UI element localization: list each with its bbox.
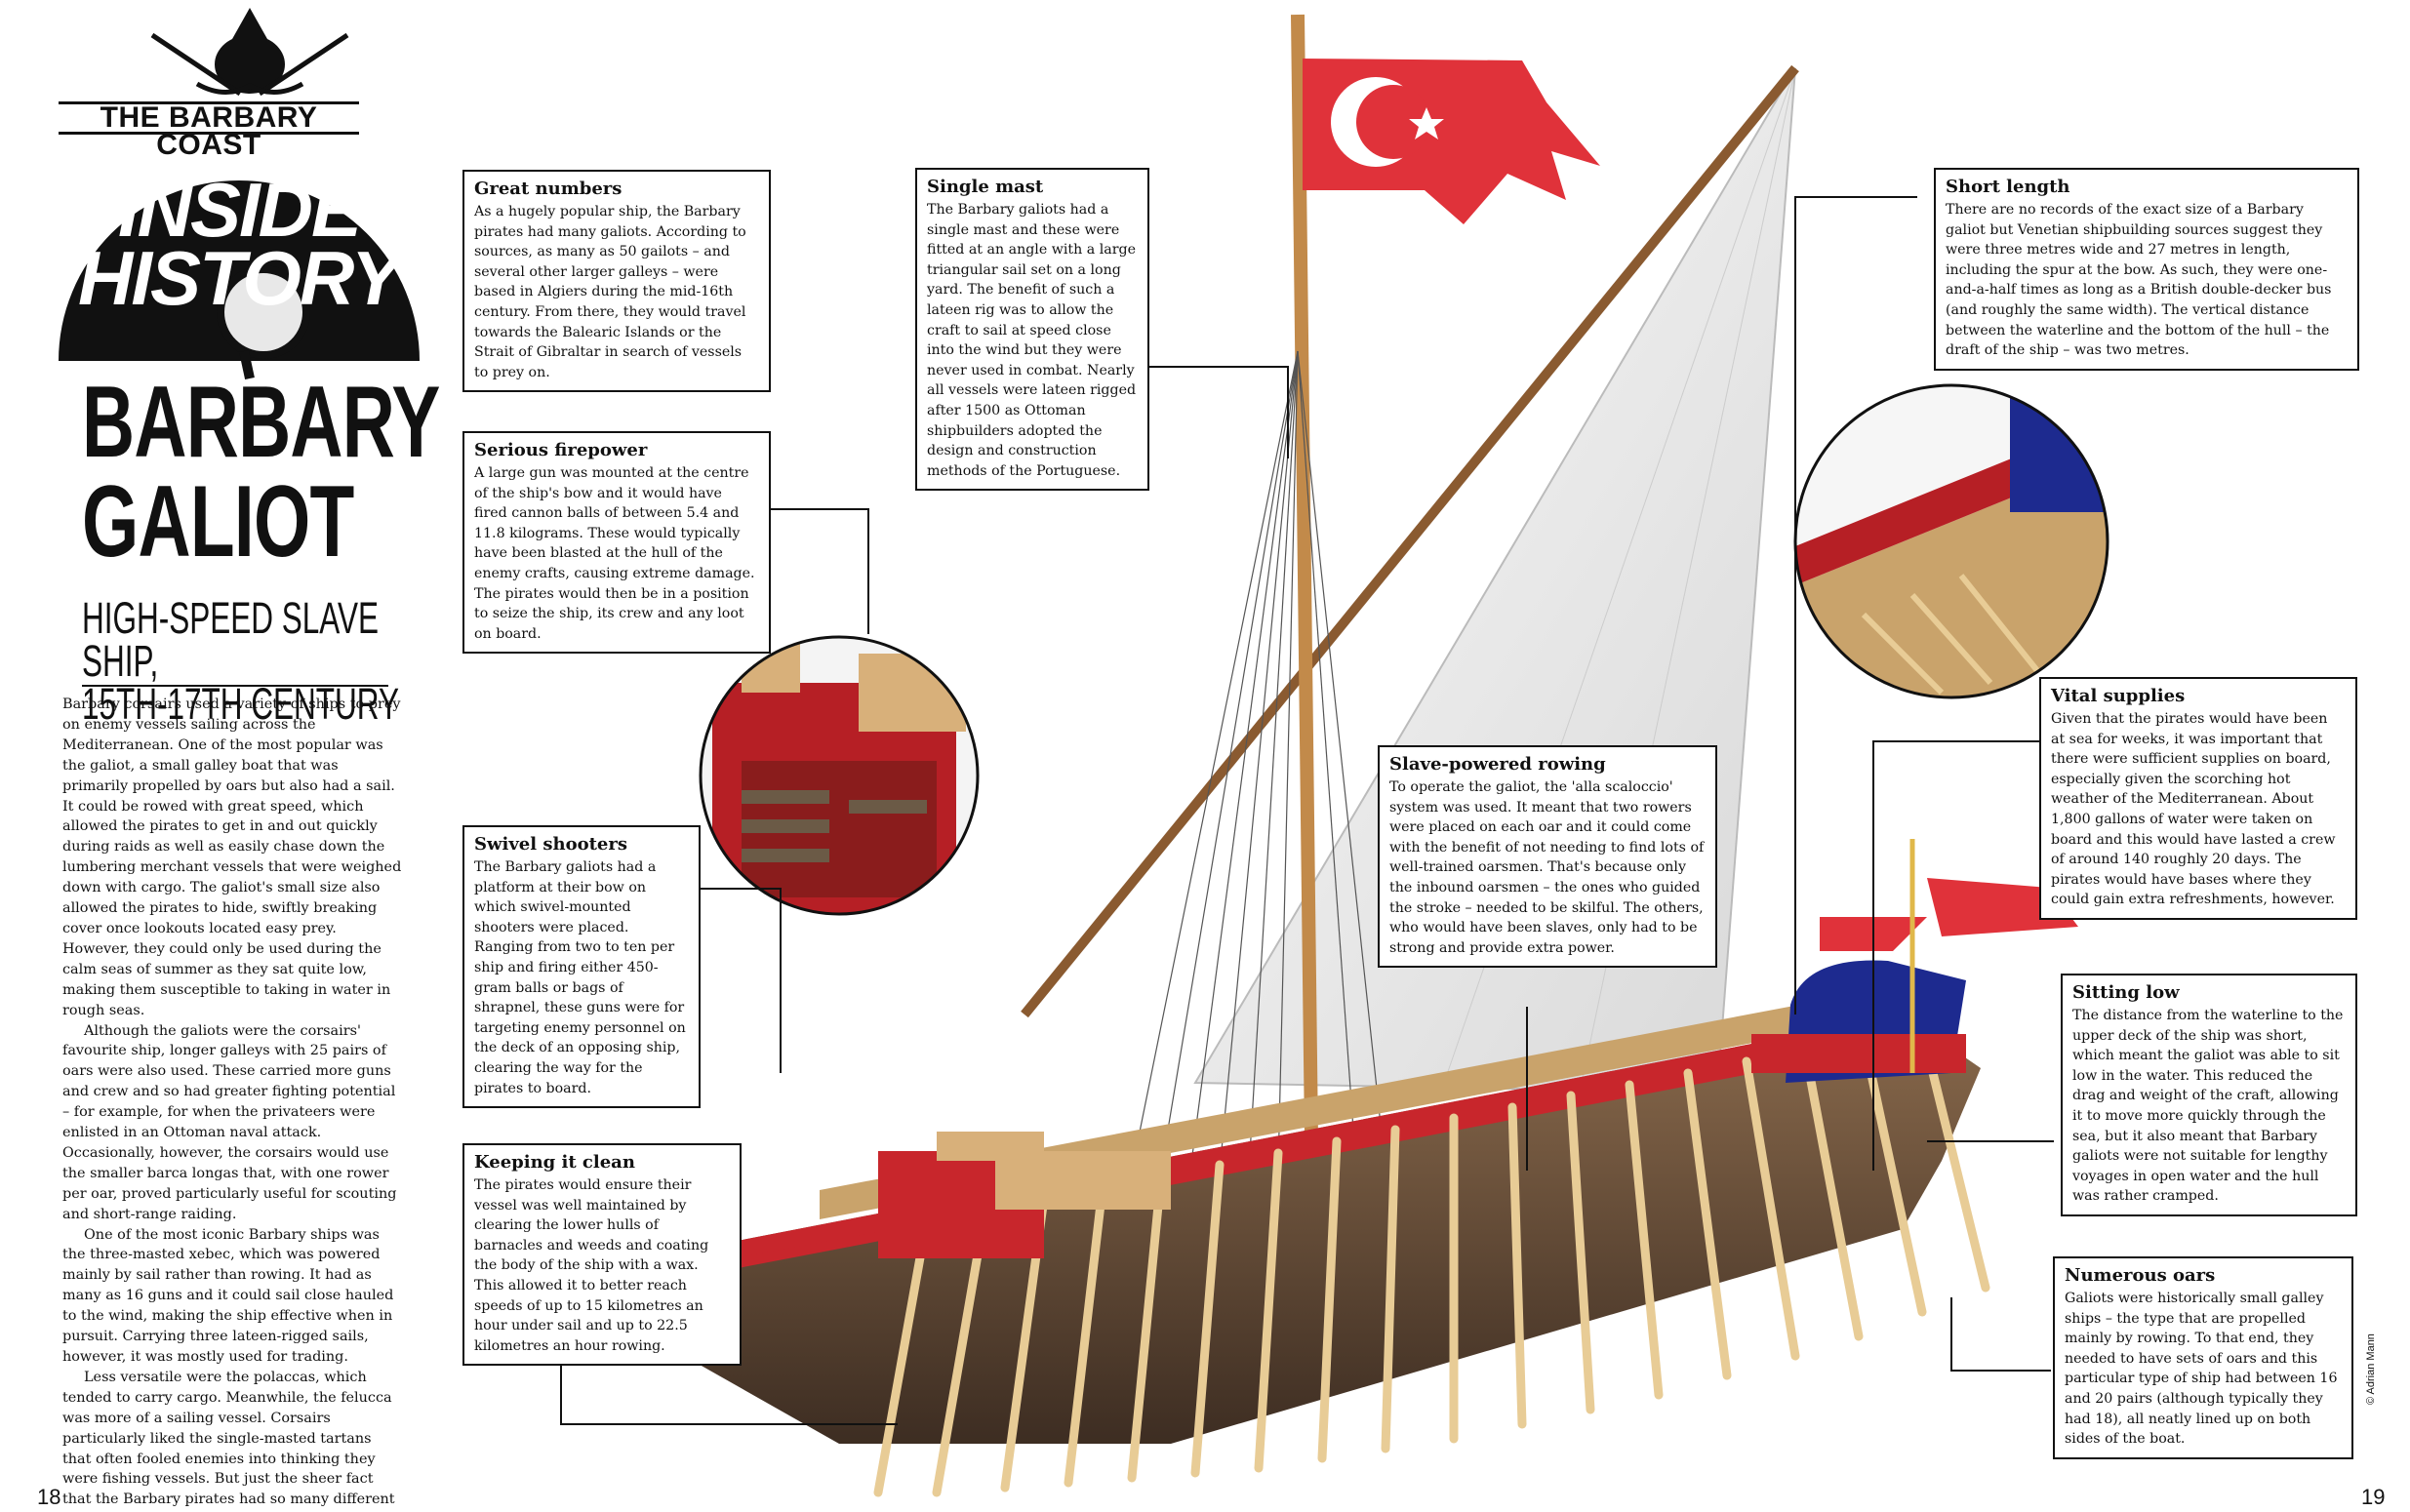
callout-slave-powered-rowing: Slave-powered rowing To operate the gali… [1378, 745, 1717, 969]
callout-body: As a hugely popular ship, the Barbary pi… [474, 204, 746, 380]
body-paragraph: Less versatile were the polaccas, which … [62, 1369, 395, 1508]
callout-single-mast: Single mast The Barbary galiots had a si… [915, 168, 1149, 492]
callout-body: To operate the galiot, the 'alla scalocc… [1389, 779, 1705, 956]
illustration-credit: © Adrian Mann [2365, 1333, 2377, 1405]
callout-serious-firepower: Serious firepower A large gun was mounte… [462, 431, 771, 655]
title-line-1: BARBARY [82, 366, 440, 479]
callout-title: Serious firepower [474, 440, 648, 460]
ottoman-flag [1303, 59, 1600, 224]
inside-history-wordmark: INSIDE HISTORY [59, 167, 420, 321]
callout-numerous-oars: Numerous oars Galiots were historically … [2053, 1256, 2353, 1459]
callout-body: The Barbary galiots had a platform at th… [474, 859, 686, 1096]
callout-body: The Barbary galiots had a single mast an… [927, 202, 1137, 479]
stern-canopy [1751, 839, 2078, 1083]
body-paragraph: Barbary corsairs used a variety of ships… [62, 696, 402, 1018]
callout-short-length: Short length There are no records of the… [1934, 168, 2359, 371]
subtitle-line-2: 15TH-17TH CENTURY [82, 679, 399, 729]
crossed-swords-crest-icon [150, 8, 349, 97]
body-paragraph: Although the galiots were the corsairs' … [62, 1022, 397, 1222]
series-label: THE BARBARY COAST [59, 101, 359, 160]
callout-keeping-clean: Keeping it clean The pirates would ensur… [462, 1143, 742, 1367]
logo-line-2: HISTORY [78, 235, 402, 321]
callout-title: Single mast [927, 177, 1044, 197]
inset-frame-left [699, 635, 980, 916]
callout-body: The distance from the waterline to the u… [2072, 1008, 2344, 1205]
callout-title: Swivel shooters [474, 834, 627, 855]
subtitle-divider [82, 685, 388, 687]
title-line-2: GALIOT [82, 465, 354, 578]
page-number-left: 18 [37, 1485, 61, 1509]
yard [1021, 64, 1799, 1018]
mast [1291, 14, 1319, 1220]
callout-title: Short length [1946, 177, 2070, 197]
callout-sitting-low: Sitting low The distance from the waterl… [2061, 974, 2357, 1216]
bow-detail-inset [701, 637, 978, 914]
article-subtitle: HIGH-SPEED SLAVE SHIP, 15TH-17TH CENTURY [82, 593, 423, 729]
callout-title: Keeping it clean [474, 1152, 635, 1173]
bow-platform [878, 1132, 1171, 1258]
callout-swivel-shooters: Swivel shooters The Barbary galiots had … [462, 825, 701, 1109]
logo-line-1: INSIDE [117, 167, 362, 253]
callout-great-numbers: Great numbers As a hugely popular ship, … [462, 170, 771, 393]
article-title: BARBARY GALIOT [82, 366, 440, 578]
callout-vital-supplies: Vital supplies Given that the pirates wo… [2039, 677, 2357, 920]
body-paragraph: One of the most iconic Barbary ships was… [62, 1226, 394, 1365]
callout-body: Galiots were historically small galley s… [2065, 1291, 2338, 1448]
rigging [1131, 350, 1386, 1172]
callout-title: Numerous oars [2065, 1265, 2216, 1286]
article-body: Barbary corsairs used a variety of ships… [62, 695, 402, 1512]
callout-body: Given that the pirates would have been a… [2051, 711, 2336, 908]
callout-title: Vital supplies [2051, 686, 2186, 706]
callout-title: Sitting low [2072, 982, 2180, 1003]
subtitle-line-1: HIGH-SPEED SLAVE SHIP, [82, 593, 380, 686]
callout-title: Great numbers [474, 179, 623, 199]
callout-body: A large gun was mounted at the centre of… [474, 465, 755, 642]
callout-title: Slave-powered rowing [1389, 754, 1606, 775]
callout-body: The pirates would ensure their vessel wa… [474, 1177, 709, 1354]
supplies-detail-inset [1795, 385, 2108, 697]
inside-history-logo [59, 180, 420, 380]
callout-body: There are no records of the exact size o… [1946, 202, 2332, 359]
page-number-right: 19 [2361, 1485, 2386, 1509]
